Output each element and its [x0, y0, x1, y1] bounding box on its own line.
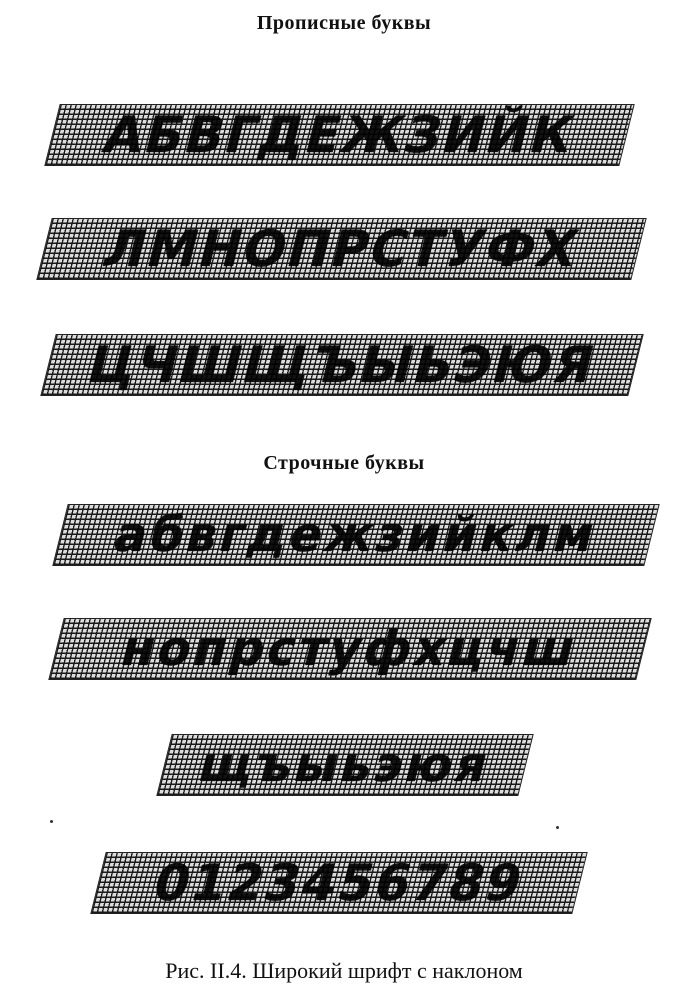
uppercase-row-2: ЛМНОПРСТУФХ — [36, 218, 647, 280]
lowercase-row-3: щъыьэюя — [156, 734, 534, 796]
speck-right — [556, 826, 559, 829]
uppercase-row-1-text: АБВГДЕЖЗИЙК — [97, 106, 582, 164]
digits-row-text: 0123456789 — [147, 854, 531, 912]
lowercase-row-1: абвгдежзийклм — [52, 504, 660, 566]
uppercase-row-2-text: ЛМНОПРСТУФХ — [97, 220, 586, 278]
lowercase-row-2: нопрстуфхцчш — [48, 618, 652, 680]
lowercase-heading: Строчные буквы — [263, 452, 425, 474]
figure-caption: Рис. II.4. Широкий шрифт с наклоном — [165, 958, 523, 983]
uppercase-row-1: АБВГДЕЖЗИЙК — [44, 104, 635, 166]
speck-left — [50, 820, 53, 823]
lowercase-row-2-text: нопрстуфхцчш — [115, 621, 585, 677]
lowercase-row-3-text: щъыьэюя — [193, 737, 497, 793]
lowercase-row-1-text: абвгдежзийклм — [108, 507, 604, 563]
uppercase-row-3-text: ЦЧШЩЪЫЬЭЮЯ — [81, 336, 603, 394]
digits-row: 0123456789 — [90, 852, 588, 914]
uppercase-row-3: ЦЧШЩЪЫЬЭЮЯ — [40, 334, 644, 396]
uppercase-heading: Прописные буквы — [256, 12, 432, 34]
